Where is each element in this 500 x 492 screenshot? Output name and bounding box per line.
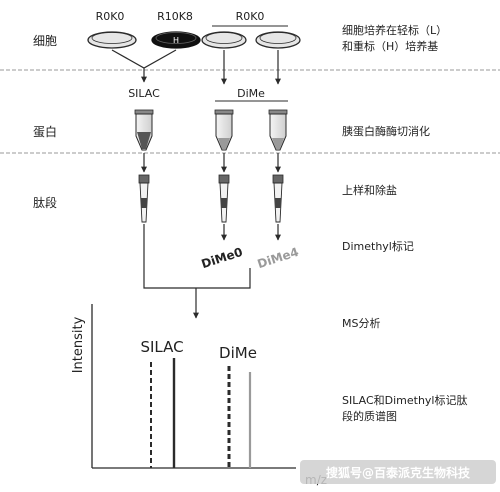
column-dime-2 xyxy=(272,174,284,223)
desc-desalt: 上样和除盐 xyxy=(342,183,397,197)
tube-silac xyxy=(134,109,154,151)
merge-arrow-silac xyxy=(111,49,177,82)
peak-label-silac: SILAC xyxy=(140,338,183,356)
column-dime-1 xyxy=(218,174,230,223)
watermark-text: 搜狐号@百泰派克生物科技 xyxy=(326,465,471,480)
dish-light-dime-1 xyxy=(201,31,247,49)
heavy-dish-letter: H xyxy=(173,36,179,45)
desc-spectrum-1: SILAC和Dimethyl标记肽 xyxy=(342,393,467,407)
desc-cells-1: 细胞培养在轻标（L） xyxy=(342,23,447,37)
stage-label-cells: 细胞 xyxy=(33,34,57,48)
desc-dimethyl: Dimethyl标记 xyxy=(342,239,414,253)
spectrum-plot: Intensity m/z SILAC DiMe xyxy=(71,304,327,487)
label-r0k0-left: R0K0 xyxy=(96,10,125,23)
label-silac-method: SILAC xyxy=(128,87,160,100)
dish-heavy: H xyxy=(151,31,201,49)
column-silac xyxy=(138,174,150,223)
desc-ms: MS分析 xyxy=(342,316,380,330)
dish-light-dime-2 xyxy=(255,31,301,49)
peak-label-dime: DiMe xyxy=(219,344,257,362)
stage-label-peptides: 肽段 xyxy=(33,195,57,210)
tube-dime-1 xyxy=(214,109,234,151)
plot-ylabel: Intensity xyxy=(71,316,86,373)
label-dime0: DiMe0 xyxy=(200,245,245,271)
watermark: 搜狐号@百泰派克生物科技 xyxy=(300,460,496,484)
label-dime-method: DiMe xyxy=(237,87,265,100)
stage-label-protein: 蛋白 xyxy=(33,124,57,139)
desc-digest: 胰蛋白酶酶切消化 xyxy=(342,124,430,138)
desc-cells-2: 和重标（H）培养基 xyxy=(342,39,438,53)
tube-dime-2 xyxy=(268,109,288,151)
label-dime4: DiMe4 xyxy=(256,245,301,271)
label-r0k0-right: R0K0 xyxy=(236,10,265,23)
desc-spectrum-2: 段的质谱图 xyxy=(342,409,397,423)
dish-light-left xyxy=(87,31,137,49)
label-r10k8: R10K8 xyxy=(157,10,193,23)
merge-lines-final xyxy=(143,224,251,300)
